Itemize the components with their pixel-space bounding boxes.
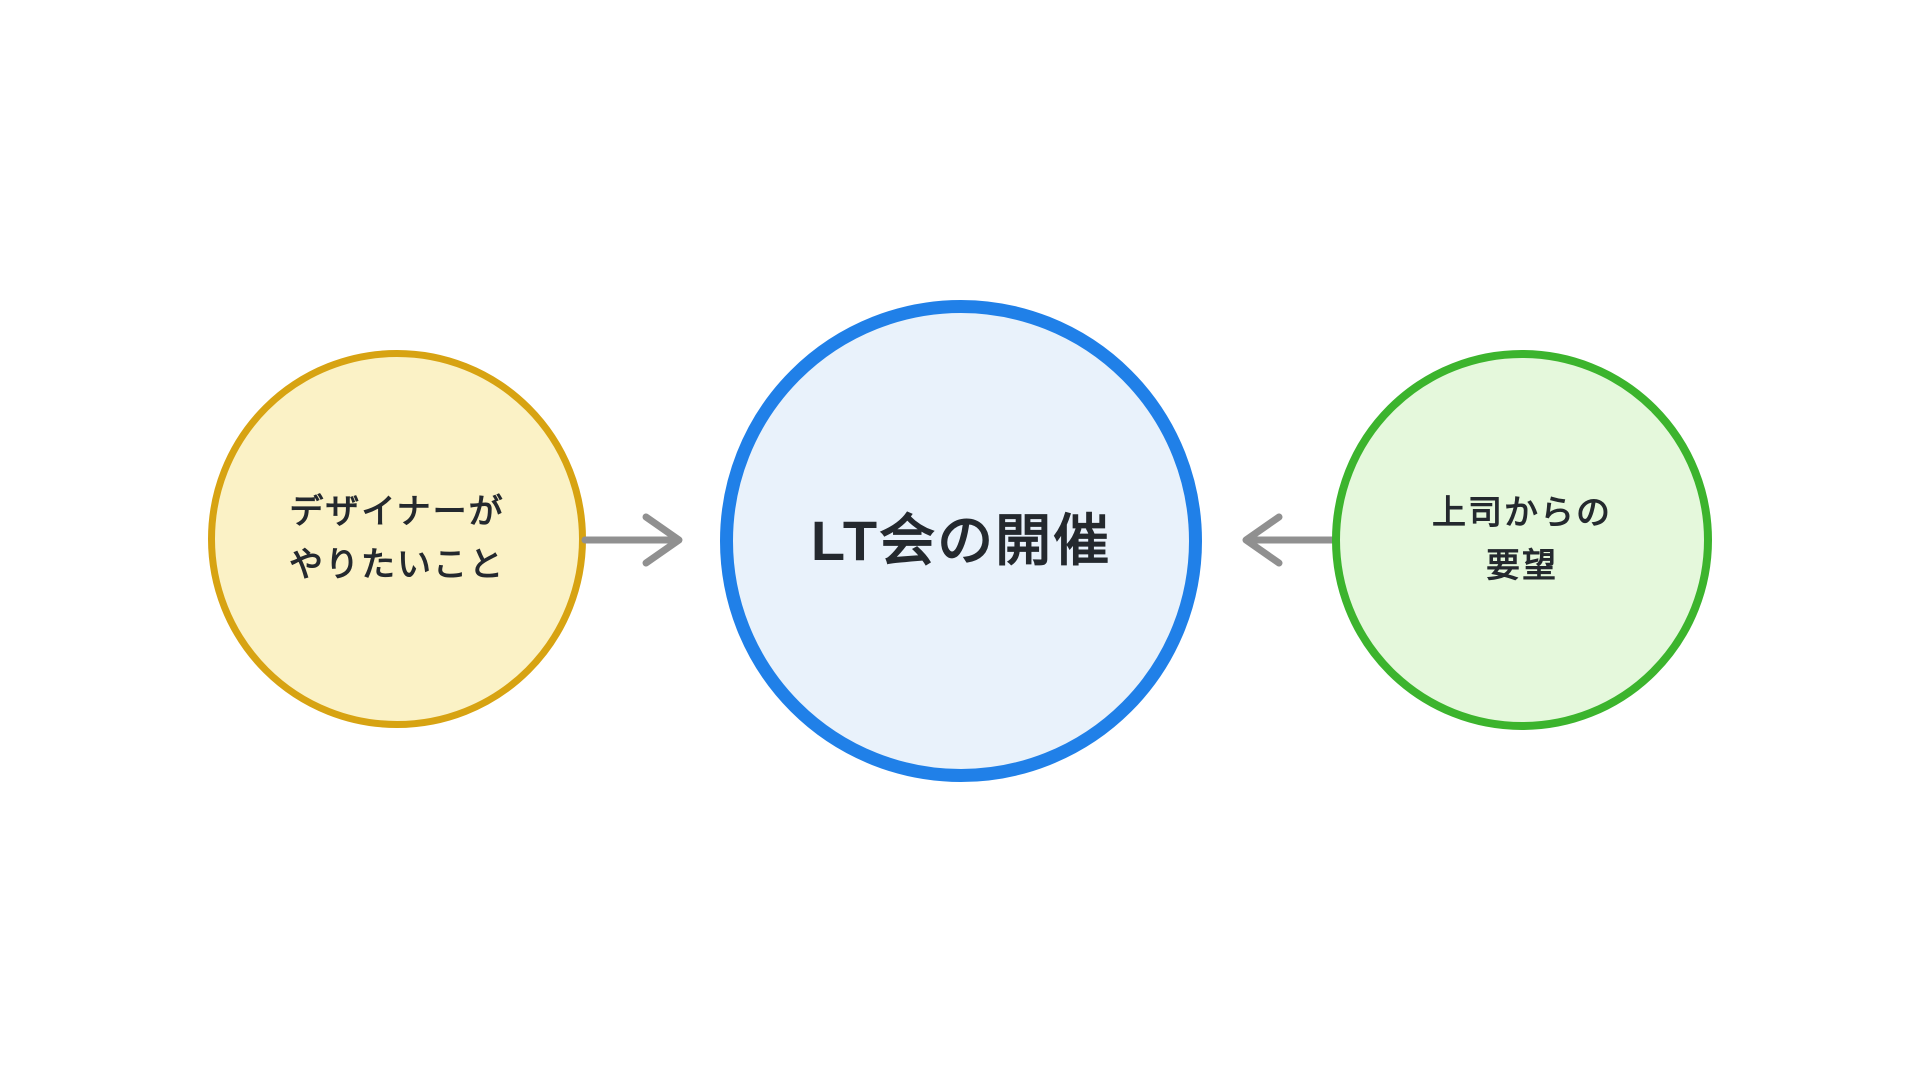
node-label-line: やりたいこと bbox=[289, 546, 505, 584]
node-lt-event-label: LT会の開催 bbox=[811, 507, 1111, 574]
node-label-line: LT会の開催 bbox=[810, 509, 1112, 573]
node-designer-wants-label: デザイナーが やりたいこと bbox=[289, 486, 505, 591]
left-arrow-icon bbox=[1242, 513, 1340, 567]
right-arrow-icon bbox=[581, 513, 683, 567]
node-label-line: デザイナーが bbox=[289, 493, 505, 532]
node-designer-wants: デザイナーが やりたいこと bbox=[208, 350, 586, 728]
node-boss-request-label: 上司からの 要望 bbox=[1432, 487, 1612, 592]
node-boss-request: 上司からの 要望 bbox=[1332, 350, 1712, 730]
node-label-line: 要望 bbox=[1486, 547, 1558, 585]
node-lt-event: LT会の開催 bbox=[720, 300, 1202, 782]
node-label-line: 上司からの bbox=[1432, 494, 1612, 533]
